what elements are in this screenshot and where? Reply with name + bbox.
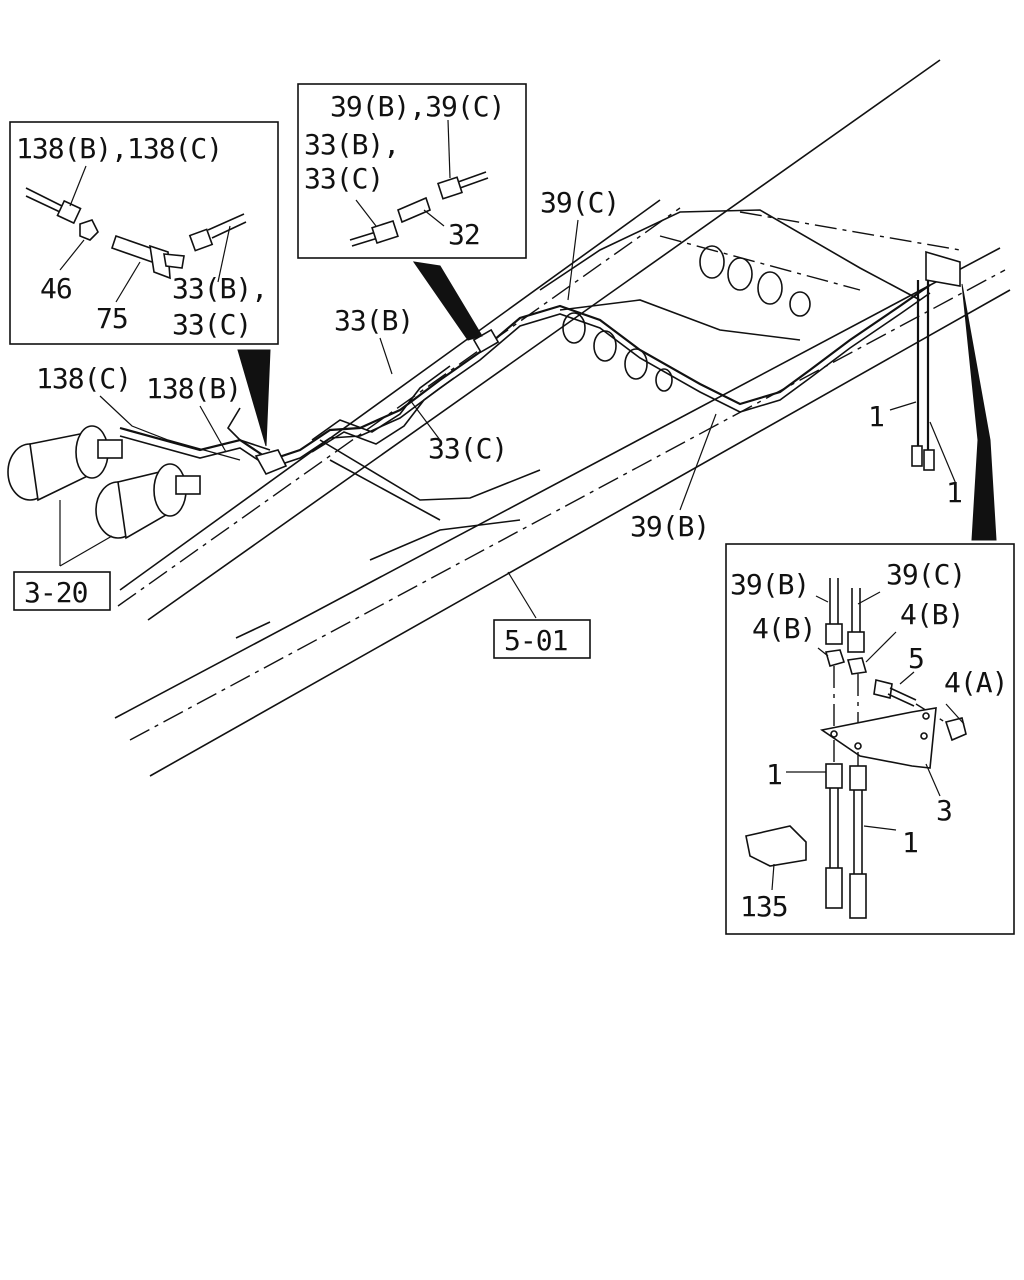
label-1-inset-top: 1 [766, 758, 782, 791]
label-39bc: 39(B),39(C) [330, 90, 504, 123]
inset-right [725, 543, 1015, 935]
brake-chambers [7, 425, 201, 567]
ref-3-20-text: 3-20 [24, 576, 88, 609]
label-1-main-a: 1 [868, 400, 884, 433]
label-5: 5 [908, 642, 924, 675]
callout-wedge-right [961, 283, 997, 541]
label-75: 75 [96, 302, 128, 335]
label-4b-left: 4(B) [752, 612, 815, 645]
brake-pipes [119, 250, 961, 476]
chassis-frame [114, 59, 1011, 777]
label-1-inset-bottom: 1 [902, 826, 918, 859]
label-1-main-b: 1 [946, 476, 962, 509]
label-32: 32 [448, 218, 480, 251]
ref-box-5-01[interactable]: 5-01 [493, 619, 591, 659]
brake-chamber-left [7, 425, 123, 502]
leader-lines [99, 219, 957, 619]
callout-wedge-left [237, 349, 271, 447]
inset-left [9, 121, 279, 345]
label-33c-top: 33(C) [304, 162, 383, 195]
inset-top [297, 83, 527, 259]
label-33c-main: 33(C) [428, 432, 507, 465]
label-4b-right: 4(B) [900, 598, 963, 631]
label-4a: 4(A) [944, 666, 1007, 699]
label-138bc: 138(B),138(C) [16, 132, 222, 165]
label-138c-main: 138(C) [36, 362, 131, 395]
label-33bc-line1: 33(B), [172, 272, 267, 305]
label-39b-inset: 39(B) [730, 568, 809, 601]
label-39c-main: 39(C) [540, 186, 619, 219]
ref-5-01-text: 5-01 [504, 624, 567, 657]
label-33b-main: 33(B) [334, 304, 413, 337]
label-33b-top: 33(B), [304, 128, 399, 161]
brake-chamber-right [95, 463, 201, 540]
label-39c-inset: 39(C) [886, 558, 965, 591]
label-39b-main: 39(B) [630, 510, 709, 543]
label-138b-main: 138(B) [146, 372, 241, 405]
label-46: 46 [40, 272, 72, 305]
label-33bc-line2: 33(C) [172, 308, 251, 341]
ref-box-3-20[interactable]: 3-20 [13, 571, 111, 611]
label-135: 135 [740, 890, 788, 923]
callout-wedge-top [412, 261, 483, 341]
label-3: 3 [936, 794, 952, 827]
